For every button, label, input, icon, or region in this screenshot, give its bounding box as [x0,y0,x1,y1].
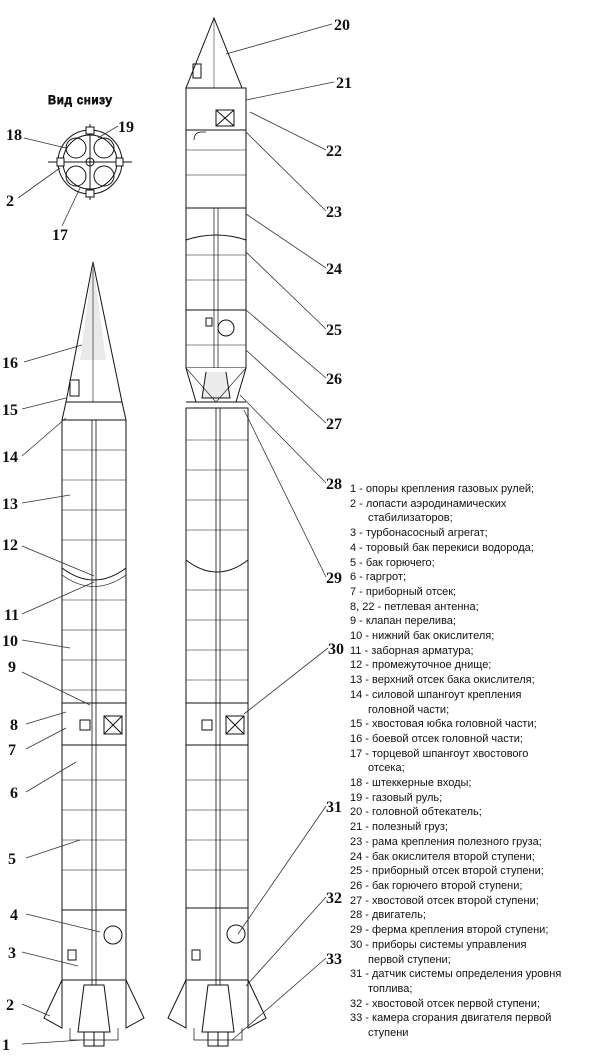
callout-16: 16 [2,355,18,372]
callout-32: 32 [326,890,342,907]
legend-item: 20 - головной обтекатель; [350,806,482,819]
leader-lines [17,23,335,1045]
callout-30: 30 [328,641,344,658]
legend-item: 4 - торовый бак перекиси водорода; [350,541,534,554]
legend-item: 1 - опоры крепления газовых рулей; [350,483,535,495]
legend-item: 16 - боевой отсек головной части; [350,732,523,745]
legend-item: 12 - промежуточное днище; [350,659,492,672]
legend-item: 11 - заборная арматура; [350,644,474,657]
legend-item: 3 - турбонасосный агрегат; [350,527,488,540]
legend-item: 8, 22 - петлевая антенна; [350,600,479,613]
callout-19: 19 [118,119,134,136]
legend-item: 5 - бак горючего; [350,556,435,569]
legend-item: 27 - хвостовой отсек второй ступени; [350,894,539,907]
bottom-view-label: Вид снизу [48,93,113,107]
callout-3: 3 [8,945,16,962]
callout-7: 7 [8,742,16,759]
legend-item: 26 - бак горючего второй ступени; [350,879,523,892]
legend-item: 32 - хвостовой отсек первой ступени; [350,997,540,1010]
callout-bottom-2: 2 [6,193,14,210]
rocket-right [167,16,267,1047]
callout-15: 15 [2,402,18,419]
legend-item: 9 - клапан перелива; [350,615,456,628]
legend-item: 21 - полезный груз; [350,821,448,834]
callout-1: 1 [2,1037,10,1054]
callout-21: 21 [336,75,352,92]
legend-item: 6 - гаргрот; [350,571,406,584]
bottom-view: Вид снизу [48,93,132,200]
callout-25: 25 [326,322,342,339]
callout-9: 9 [8,659,16,676]
legend-item: 29 - ферма крепления второй ступени; [350,924,549,937]
legend-item: 15 - хвостовая юбка головной части; [350,718,537,731]
rocket-left [43,261,145,1047]
callout-27: 27 [326,416,342,433]
callout-29: 29 [326,570,342,587]
callout-14: 14 [2,449,18,466]
callout-6: 6 [10,785,18,802]
callout-11: 11 [4,607,19,624]
callout-12: 12 [2,537,18,554]
legend-item: 28 - двигатель; [350,909,426,922]
callout-33: 33 [326,951,342,968]
callout-5: 5 [8,851,16,868]
callout-2: 2 [6,997,14,1014]
callout-22: 22 [326,143,342,160]
callout-31: 31 [326,799,342,816]
callout-4: 4 [10,907,18,924]
legend: 1 - опоры крепления газовых рулей; 2 - л… [350,482,598,1041]
callout-26: 26 [326,371,342,388]
callout-8: 8 [10,717,18,734]
callout-10: 10 [2,633,18,650]
callout-23: 23 [326,204,342,221]
callout-numbers: 1 2 3 4 5 6 7 8 9 10 11 12 13 14 15 16 1… [2,17,352,1054]
legend-item: 10 - нижний бак окислителя; [350,630,495,643]
callout-13: 13 [2,496,18,513]
callout-17: 17 [52,227,68,244]
legend-item: 25 - приборный отсек второй ступени; [350,865,544,878]
callout-20: 20 [334,17,350,34]
callout-28: 28 [326,476,342,493]
legend-item: 19 - газовый руль; [350,791,443,804]
callout-18: 18 [6,127,22,144]
legend-item: 13 - верхний отсек бака окислителя; [350,674,535,687]
callout-24: 24 [326,261,342,278]
legend-item: 24 - бак окислителя второй ступени; [350,850,535,863]
legend-item: 23 - рама крепления полезного груза; [350,835,542,848]
legend-item: 7 - приборный отсек; [350,585,457,598]
legend-item: 18 - штеккерные входы; [350,777,472,790]
